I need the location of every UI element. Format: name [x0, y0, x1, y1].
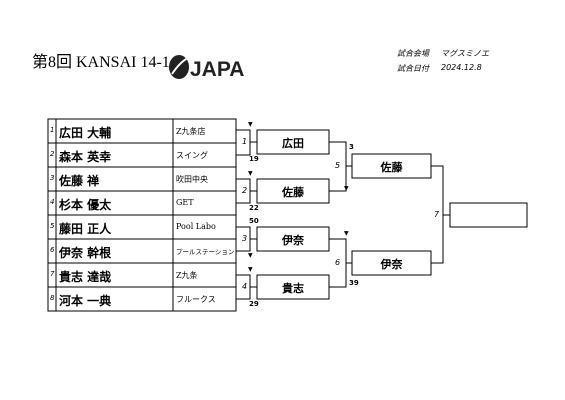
- date-label: 試合日付: [397, 64, 429, 73]
- player-name: 広田 大輔: [59, 126, 112, 140]
- round2-winner: 伊奈: [282, 234, 304, 247]
- venue-label: 試合会場: [397, 49, 429, 58]
- seed-number: 8: [50, 294, 55, 302]
- seed-number: 1: [50, 126, 55, 134]
- seed-number: 3: [50, 174, 55, 182]
- seed-number: 7: [50, 270, 55, 278]
- seed-number: 4: [50, 198, 55, 206]
- winner-marker-icon: ▼: [248, 121, 253, 128]
- round2-winner: 佐藤: [282, 186, 304, 199]
- match-score: 3: [349, 143, 354, 151]
- seed-number: 6: [50, 246, 55, 254]
- player-shop: Z九条店: [176, 127, 206, 136]
- player-shop: フルークス: [176, 295, 216, 304]
- match-score: 39: [349, 279, 359, 287]
- player-name: 伊奈 幹根: [59, 246, 112, 260]
- player-name: 佐藤 禅: [59, 174, 100, 188]
- match-score: 22: [249, 204, 259, 212]
- player-name: 森本 英幸: [59, 150, 112, 164]
- seed-number: 2: [50, 150, 55, 158]
- logo-text: JAPA: [190, 58, 244, 81]
- player-name: 河本 一典: [59, 294, 112, 308]
- match-number: 2: [242, 186, 248, 195]
- winner-marker-icon: ▼: [344, 230, 349, 237]
- winner-marker-icon: ▼: [344, 185, 349, 192]
- match-number: 5: [335, 161, 341, 170]
- match-score: 19: [249, 155, 259, 163]
- player-shop: 吹田中央: [176, 175, 208, 184]
- tournament-title: 第8回 KANSAI 14-1: [32, 54, 170, 71]
- player-shop: Pool Labo: [176, 222, 216, 231]
- match-number: 6: [335, 258, 341, 267]
- date-value: 2024.12.8: [441, 63, 482, 72]
- match-number: 1: [242, 137, 248, 146]
- semifinal-winner: 佐藤: [380, 161, 403, 174]
- match-number: 3: [242, 234, 248, 243]
- player-shop: Z九条: [176, 271, 198, 280]
- player-shop: GET: [176, 198, 194, 207]
- winner-marker-icon: ▼: [248, 252, 253, 259]
- champion-box: [449, 202, 528, 228]
- venue-value: マグスミノエ: [441, 49, 489, 58]
- semifinal-winner: 伊奈: [380, 258, 403, 271]
- match-score: 29: [249, 300, 259, 308]
- player-shop: プールステーション: [176, 248, 235, 256]
- player-shop: スイング: [176, 151, 208, 160]
- match-number: 4: [242, 282, 248, 291]
- japa-logo: JAPA: [169, 55, 244, 81]
- match-number: 7: [434, 210, 440, 219]
- seed-number: 5: [50, 222, 55, 230]
- player-name: 藤田 正人: [59, 222, 112, 236]
- round2-winner: 貴志: [282, 282, 304, 295]
- player-name: 杉本 優太: [59, 198, 112, 212]
- match-score: 50: [249, 217, 259, 225]
- player-name: 貴志 達哉: [59, 270, 112, 284]
- round2-winner: 広田: [282, 137, 304, 150]
- winner-marker-icon: ▼: [248, 266, 253, 273]
- winner-marker-icon: ▼: [248, 170, 253, 177]
